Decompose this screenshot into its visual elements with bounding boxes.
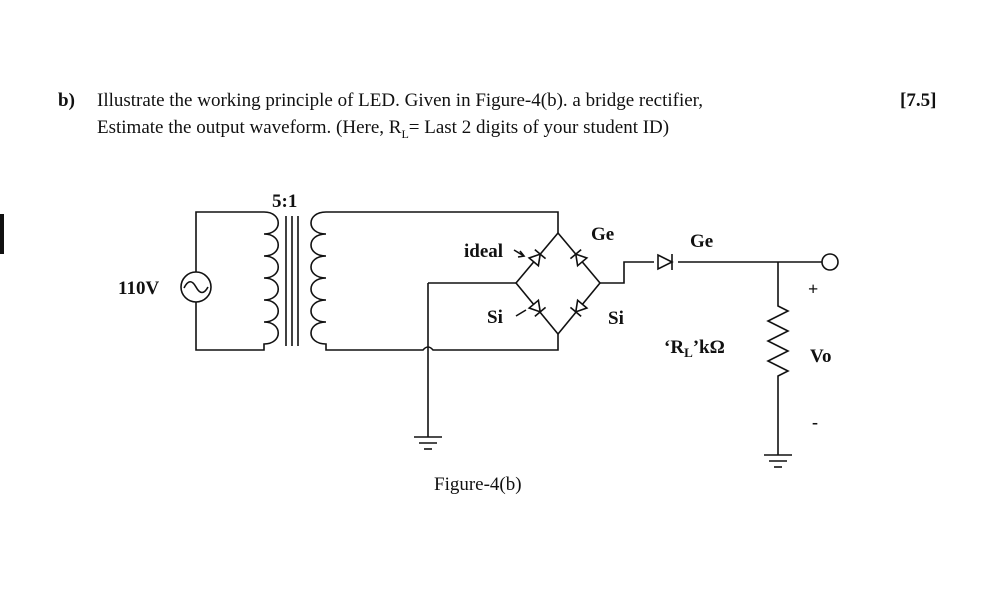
- question-text-line2-start: Estimate the output waveform. (Here, R: [97, 117, 402, 138]
- source-voltage-label: 110V: [118, 278, 159, 299]
- load-resistor: [766, 262, 790, 455]
- secondary-bottom-wire: [330, 334, 559, 351]
- secondary-top-wire: [330, 211, 559, 233]
- output-voltage-label: Vo: [810, 346, 831, 367]
- question-text-line2: Estimate the output waveform. (Here, RL=…: [97, 117, 669, 142]
- center-tap-wire: [427, 282, 516, 437]
- diode-ge-bridge-label: Ge: [591, 224, 614, 245]
- question-marks: [7.5]: [900, 90, 937, 111]
- ac-source: [180, 271, 212, 303]
- diode-si-left-symbol: [527, 298, 547, 317]
- output-plus-sign: +: [808, 279, 818, 299]
- diode-si-left-label: Si: [487, 307, 503, 328]
- ideal-label-pointer: [513, 249, 526, 258]
- output-minus-sign: -: [812, 412, 818, 432]
- turns-ratio-label: 5:1: [272, 191, 297, 212]
- si-left-label-pointer: [515, 309, 527, 317]
- output-wire: [600, 261, 822, 284]
- transformer-core: [285, 216, 299, 346]
- question-label: b): [58, 90, 75, 111]
- output-terminal: [821, 253, 839, 271]
- ground-right: [764, 454, 792, 468]
- primary-wiring: [195, 211, 262, 351]
- diode-ideal-label: ideal: [464, 241, 503, 262]
- edge-mark: [0, 214, 4, 254]
- load-resistor-label: ‘RL’kΩ: [664, 337, 725, 360]
- load-label-subscript: L: [684, 345, 693, 360]
- bridge-rectifier: [515, 232, 601, 335]
- diode-ge-series-label: Ge: [690, 231, 713, 252]
- diode-ideal-symbol: [527, 249, 547, 268]
- question-rl-subscript: L: [401, 126, 409, 141]
- diode-si-right-label: Si: [608, 308, 624, 329]
- question-text-line2-end: = Last 2 digits of your student ID): [408, 117, 670, 138]
- load-label-start: ‘R: [664, 337, 684, 358]
- secondary-coil: [310, 211, 330, 351]
- ground-left: [414, 436, 442, 450]
- diode-si-right-symbol: [569, 298, 589, 317]
- load-label-end: ’kΩ: [693, 337, 725, 358]
- figure-caption: Figure-4(b): [434, 474, 522, 495]
- diode-ge-bridge-symbol: [569, 249, 589, 268]
- primary-coil: [262, 211, 280, 351]
- diode-ge-series-symbol: [657, 253, 674, 271]
- question-text-line1: Illustrate the working principle of LED.…: [97, 90, 703, 111]
